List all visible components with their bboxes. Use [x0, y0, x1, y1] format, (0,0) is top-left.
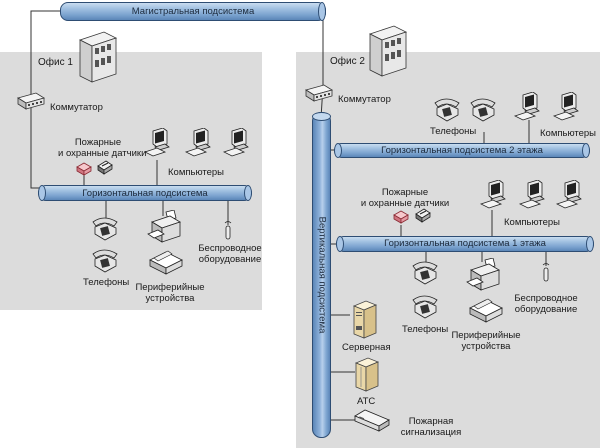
sensors-label-line2: и охранные датчики — [58, 148, 147, 159]
pipe-end-cap — [318, 2, 326, 21]
pipe-end-cap — [334, 143, 342, 158]
security-sensor-icon — [415, 208, 431, 223]
telephone-icon — [470, 98, 496, 122]
office-1-switch-label: Коммутатор — [50, 102, 103, 113]
pipe-end-cap — [336, 236, 344, 252]
fire-sensor-icon — [393, 210, 409, 224]
sensors-label-line1: Пожарные — [74, 137, 122, 148]
floor-2-horizontal-subsystem-pipe: Горизонтальная подсистема 2 этажа — [334, 143, 590, 158]
sensors-label-line1: Пожарные — [381, 187, 429, 198]
floor-1-phones-label: Телефоны — [402, 324, 449, 335]
floor-1-peripherals-label: Периферийные устройства — [446, 330, 526, 352]
pipe-end-cap — [244, 185, 252, 201]
office-1-horizontal-label: Горизонтальная подсистема — [82, 188, 208, 199]
wireless-label-line2: оборудование — [198, 254, 262, 265]
telephone-icon — [412, 295, 438, 319]
pipe-end-cap — [38, 185, 46, 201]
wireless-label-line1: Беспроводное — [514, 293, 578, 304]
sensors-label-line2: и охранные датчики — [360, 198, 450, 209]
server-icon — [352, 300, 378, 339]
backbone-subsystem-pipe: Магистральная подсистема — [60, 2, 326, 21]
vertical-subsystem-label: Вертикальная подсистема — [316, 216, 327, 334]
floor-1-wireless-label: Беспроводное оборудование — [506, 293, 586, 315]
pipe-end-cap — [586, 236, 594, 252]
pbx-label: АТС — [357, 396, 376, 407]
wireless-antenna-icon — [224, 221, 232, 240]
office-2-switch-icon — [305, 84, 333, 102]
floor-2-phones-label: Телефоны — [430, 126, 477, 137]
office-1-phones-label: Телефоны — [83, 277, 130, 288]
office-2-label: Офис 2 — [330, 56, 365, 67]
peripherals-label-line2: устройства — [461, 341, 511, 352]
fire-alarm-label-line1: Пожарная — [408, 416, 454, 427]
security-sensor-icon — [97, 160, 113, 175]
floor-1-sensors-label: Пожарные и охранные датчики — [360, 187, 450, 209]
floor-2-horizontal-label: Горизонтальная подсистема 2 этажа — [381, 145, 543, 156]
floor-1-computers-label: Компьютеры — [504, 217, 560, 228]
floor-2-computers-label: Компьютеры — [540, 128, 596, 139]
computer-icon — [143, 128, 170, 157]
wireless-antenna-icon — [542, 263, 550, 282]
office-1-wireless-label: Беспроводное оборудование — [190, 243, 270, 265]
computer-icon — [552, 92, 579, 121]
office-2-switch-label: Коммутатор — [338, 94, 391, 105]
office-1-label: Офис 1 — [38, 57, 73, 68]
backbone-label: Магистральная подсистема — [131, 6, 255, 17]
office-1-area — [0, 52, 262, 310]
peripherals-label-line2: устройства — [145, 293, 195, 304]
peripherals-label-line1: Периферийные — [451, 330, 521, 341]
fire-alarm-label: Пожарная сигнализация — [396, 416, 466, 438]
telephone-icon — [434, 98, 460, 122]
computer-icon — [555, 180, 582, 209]
pipe-top-cap — [312, 112, 331, 121]
telephone-icon — [412, 261, 438, 285]
office-1-sensors-label: Пожарные и охранные датчики — [58, 137, 147, 159]
floor-1-horizontal-label: Горизонтальная подсистема 1 этажа — [384, 238, 546, 249]
peripherals-label-line1: Периферийные — [135, 282, 205, 293]
printer-icon — [147, 210, 181, 243]
printer-icon — [466, 258, 500, 291]
server-room-label: Серверная — [342, 342, 391, 353]
telephone-icon — [92, 249, 118, 273]
office-2-building-icon — [368, 25, 408, 77]
office-1-switch-icon — [17, 92, 45, 110]
office-1-peripherals-label: Периферийные устройства — [130, 282, 210, 304]
wireless-label-line1: Беспроводное — [198, 243, 262, 254]
telephone-icon — [92, 217, 118, 241]
vertical-subsystem-pipe: Вертикальная подсистема — [312, 112, 331, 438]
pbx-icon — [354, 357, 380, 392]
fire-alarm-label-line2: сигнализация — [400, 427, 462, 438]
computer-icon — [513, 92, 540, 121]
fire-sensor-icon — [76, 162, 92, 176]
pipe-end-cap — [582, 143, 590, 158]
office-1-computers-label: Компьютеры — [168, 167, 224, 178]
computer-icon — [479, 180, 506, 209]
office-1-building-icon — [78, 31, 118, 83]
wireless-label-line2: оборудование — [514, 304, 578, 315]
computer-icon — [222, 128, 249, 157]
computer-icon — [184, 128, 211, 157]
scanner-icon — [149, 250, 183, 275]
office-1-horizontal-subsystem-pipe: Горизонтальная подсистема — [38, 185, 252, 201]
scanner-icon — [469, 298, 503, 323]
fire-alarm-panel-icon — [354, 409, 390, 432]
computer-icon — [518, 180, 545, 209]
floor-1-horizontal-subsystem-pipe: Горизонтальная подсистема 1 этажа — [336, 236, 594, 252]
